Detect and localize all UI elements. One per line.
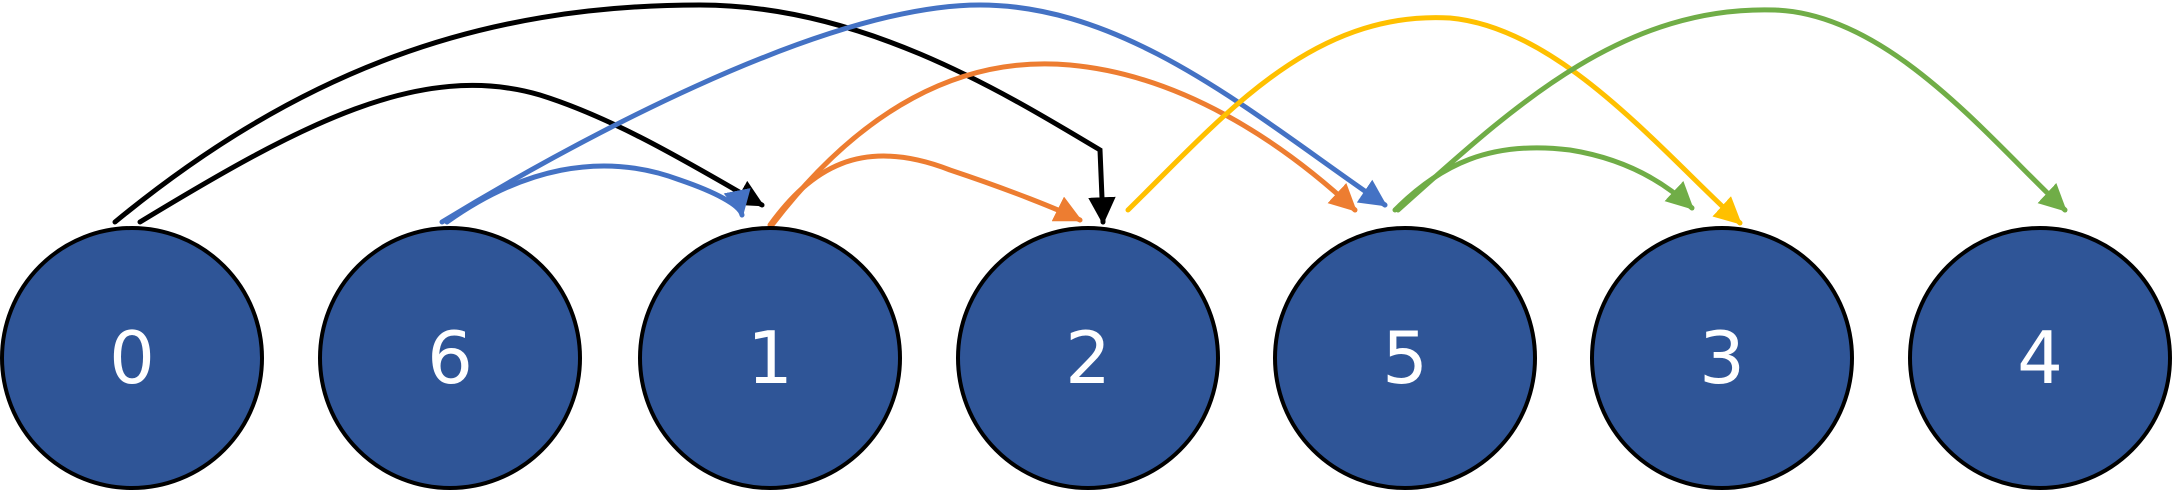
edge-6-to-5 (439, 2, 1388, 225)
node-5: 5 (1273, 226, 1537, 490)
node-label: 6 (427, 316, 473, 400)
node-1: 1 (638, 226, 902, 490)
node-label: 1 (747, 316, 793, 400)
edge-1-to-2 (767, 153, 1083, 228)
node-circle (318, 226, 582, 490)
node-circle (1273, 226, 1537, 490)
node-circle (956, 226, 1220, 490)
edge-2-to-3 (1125, 15, 1743, 226)
edge-1-to-5 (769, 61, 1358, 228)
node-2: 2 (956, 226, 1220, 490)
node-0: 0 (0, 226, 264, 490)
node-circle (1590, 226, 1854, 490)
edges-layer (112, 2, 2068, 228)
edge-0-to-2 (112, 2, 1116, 225)
node-3: 3 (1590, 226, 1854, 490)
node-label: 0 (109, 316, 155, 400)
edge-6-to-1 (444, 163, 751, 225)
node-4: 4 (1908, 226, 2172, 490)
edge-5-to-4 (1395, 7, 2068, 213)
node-label: 2 (1065, 316, 1111, 400)
node-label: 5 (1382, 316, 1428, 400)
node-circle (638, 226, 902, 490)
node-circle (0, 226, 264, 490)
edge-0-to-1 (137, 82, 765, 225)
node-label: 3 (1699, 316, 1745, 400)
node-6: 6 (318, 226, 582, 490)
edge-5-to-3 (1392, 145, 1695, 213)
node-label: 4 (2017, 316, 2063, 400)
node-circle (1908, 226, 2172, 490)
